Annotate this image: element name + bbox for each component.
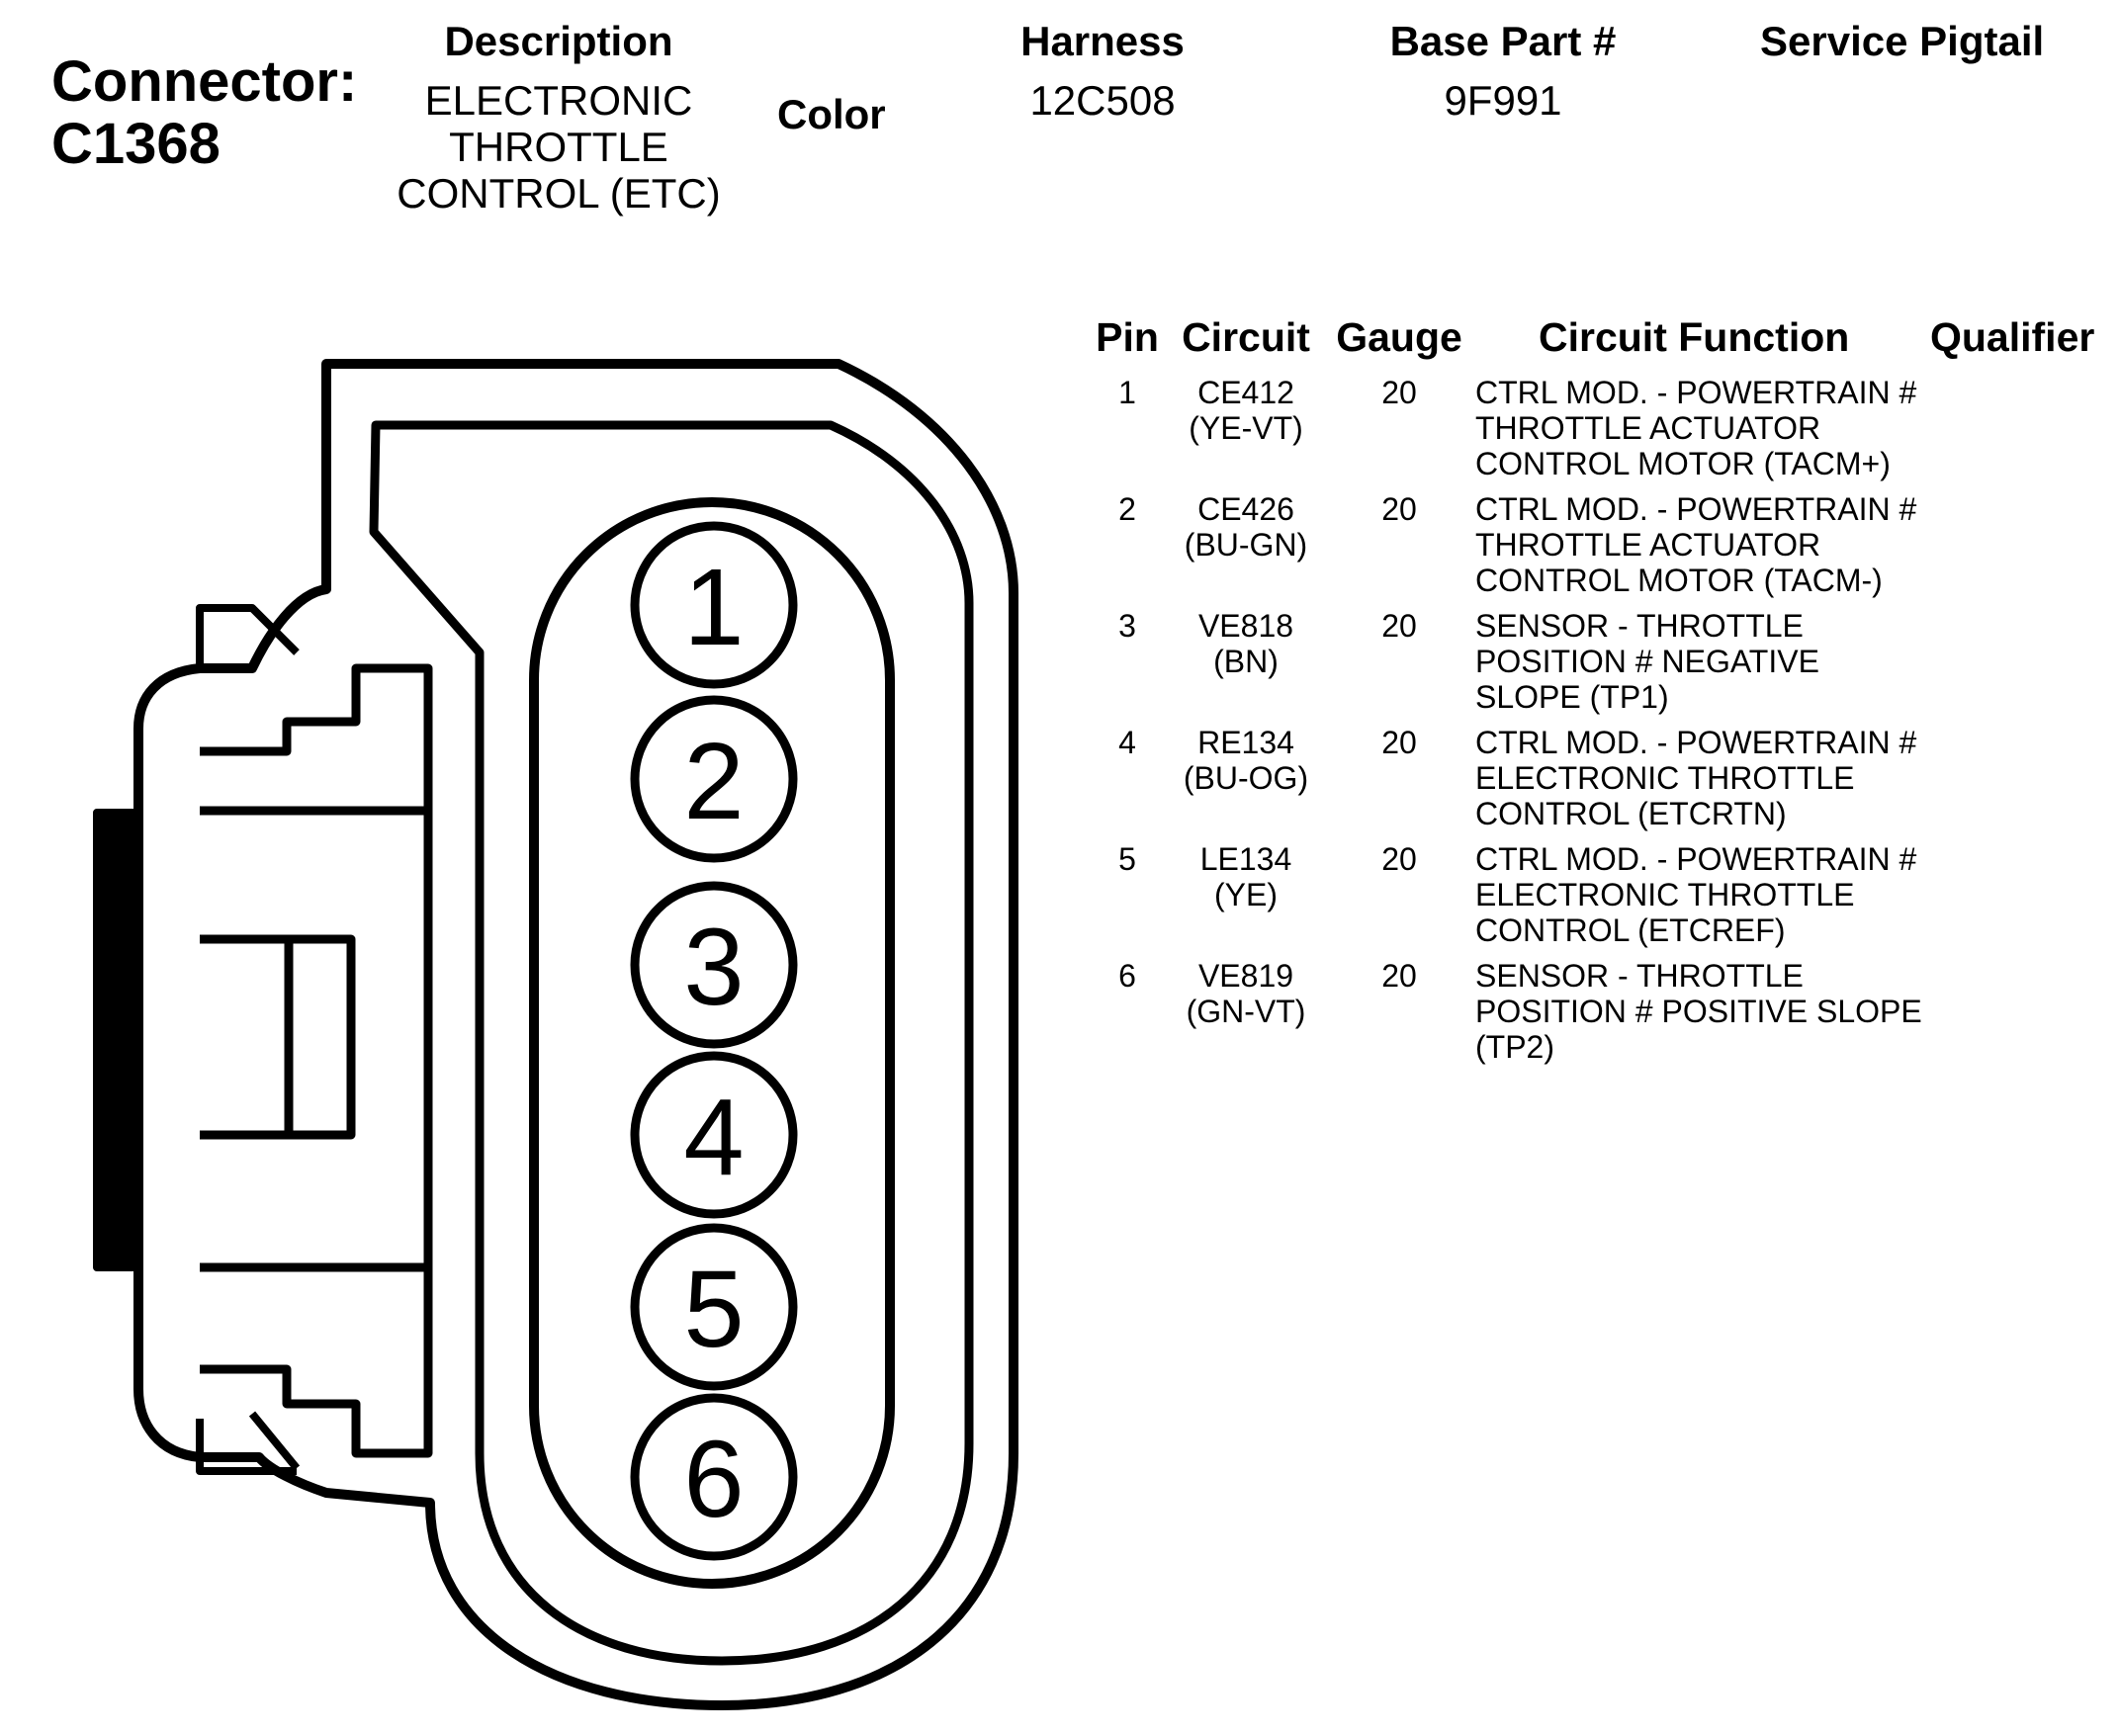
- pin-4-label: 4: [683, 1077, 744, 1198]
- harness-label: Harness: [1020, 18, 1185, 64]
- row-5-wire-color: (YE): [1214, 877, 1278, 912]
- row-2-function-line-3: CONTROL MOTOR (TACM-): [1475, 563, 1883, 598]
- row-4-gauge: 20: [1381, 725, 1417, 760]
- row-3-function-line-1: SENSOR - THROTTLE: [1475, 608, 1804, 644]
- connector-outer-shell: [133, 359, 1018, 1710]
- row-1-gauge: 20: [1381, 375, 1417, 410]
- pin-6-label: 6: [683, 1419, 744, 1540]
- connector-id: C1368: [51, 112, 221, 176]
- row-4-function-line-3: CONTROL (ETCRTN): [1475, 796, 1787, 831]
- side-rib: [93, 809, 136, 1271]
- row-1-circuit-id: CE412: [1197, 375, 1294, 410]
- row-2-function: CTRL MOD. - POWERTRAIN # THROTTLE ACTUAT…: [1475, 491, 1916, 598]
- pin-5-label: 5: [683, 1249, 744, 1370]
- row-3-function-line-3: SLOPE (TP1): [1475, 679, 1669, 715]
- pin-1-circle: [630, 521, 798, 689]
- row-1-function: CTRL MOD. - POWERTRAIN # THROTTLE ACTUAT…: [1475, 375, 1916, 481]
- row-6-circuit-id: VE819: [1197, 958, 1294, 994]
- row-6-circuit: VE819 (GN-VT): [1157, 958, 1335, 1029]
- base-part-label: Base Part #: [1389, 18, 1617, 64]
- pin-4-circle: [630, 1051, 798, 1219]
- connector-face-diagram: 1 2 3 4 5 6: [93, 359, 1018, 1710]
- row-4-pin: 4: [1118, 725, 1136, 760]
- pin-cavity: [529, 497, 895, 1589]
- row-6-function: SENSOR - THROTTLE POSITION # POSITIVE SL…: [1475, 958, 1922, 1065]
- latch-lower-diagonal: [248, 1411, 301, 1471]
- row-2-circuit: CE426 (BU-GN): [1157, 491, 1335, 563]
- row-3-function: SENSOR - THROTTLE POSITION # NEGATIVE SL…: [1475, 608, 1819, 715]
- description-label: Description: [444, 18, 673, 64]
- service-pigtail-label: Service Pigtail: [1760, 18, 2045, 64]
- row-3-gauge: 20: [1381, 608, 1417, 644]
- row-5-function-line-2: ELECTRONIC THROTTLE: [1475, 877, 1855, 912]
- row-5-function-line-1: CTRL MOD. - POWERTRAIN #: [1475, 841, 1917, 877]
- description-value: ELECTRONIC THROTTLE CONTROL (ETC): [376, 77, 742, 217]
- row-1-function-line-2: THROTTLE ACTUATOR: [1475, 410, 1821, 446]
- row-4-function: CTRL MOD. - POWERTRAIN # ELECTRONIC THRO…: [1475, 725, 1916, 831]
- color-label: Color: [777, 91, 886, 137]
- row-5-gauge: 20: [1381, 841, 1417, 877]
- row-4-wire-color: (BU-OG): [1183, 760, 1309, 796]
- row-6-wire-color: (GN-VT): [1186, 994, 1306, 1029]
- row-5-function: CTRL MOD. - POWERTRAIN # ELECTRONIC THRO…: [1475, 841, 1916, 948]
- row-1-function-line-1: CTRL MOD. - POWERTRAIN #: [1475, 375, 1917, 410]
- row-2-function-line-1: CTRL MOD. - POWERTRAIN #: [1475, 491, 1917, 527]
- pin-6-circle: [630, 1393, 798, 1561]
- pin-3-label: 3: [683, 907, 744, 1028]
- description-line-2: THROTTLE: [449, 124, 668, 170]
- latch-body: [200, 663, 433, 1458]
- row-3-wire-color: (BN): [1213, 644, 1279, 679]
- description-line-3: CONTROL (ETC): [397, 170, 721, 217]
- pin-2-label: 2: [683, 721, 744, 842]
- col-qualifier-header: Qualifier: [1930, 314, 2095, 360]
- latch-tab: [200, 934, 356, 1140]
- latch-outline: [196, 604, 300, 668]
- row-2-wire-color: (BU-GN): [1184, 527, 1308, 563]
- row-2-circuit-id: CE426: [1197, 491, 1294, 527]
- row-1-function-line-3: CONTROL MOTOR (TACM+): [1475, 446, 1891, 481]
- row-6-function-line-2: POSITION # POSITIVE SLOPE: [1475, 994, 1922, 1029]
- harness-value: 12C508: [1029, 77, 1176, 124]
- row-5-circuit-id: LE134: [1199, 841, 1292, 877]
- row-5-function-line-3: CONTROL (ETCREF): [1475, 912, 1786, 948]
- row-6-pin: 6: [1118, 958, 1136, 994]
- col-circuit-header: Circuit: [1182, 314, 1310, 360]
- row-6-function-line-3: (TP2): [1475, 1029, 1554, 1065]
- pin-1-label: 1: [683, 547, 744, 668]
- base-part-value: 9F991: [1444, 77, 1562, 124]
- connector-label: Connector:: [51, 49, 358, 114]
- latch-lower-hook: [196, 1419, 297, 1475]
- row-6-gauge: 20: [1381, 958, 1417, 994]
- pin-3-circle: [630, 881, 798, 1049]
- row-5-circuit: LE134 (YE): [1157, 841, 1335, 912]
- row-5-pin: 5: [1118, 841, 1136, 877]
- row-3-circuit: VE818 (BN): [1157, 608, 1335, 679]
- pin-2-circle: [630, 695, 798, 863]
- row-3-circuit-id: VE818: [1197, 608, 1294, 644]
- col-function-header: Circuit Function: [1539, 314, 1850, 360]
- row-2-pin: 2: [1118, 491, 1136, 527]
- row-2-gauge: 20: [1381, 491, 1417, 527]
- row-4-function-line-1: CTRL MOD. - POWERTRAIN #: [1475, 725, 1917, 760]
- col-pin-header: Pin: [1096, 314, 1159, 360]
- row-1-wire-color: (YE-VT): [1189, 410, 1303, 446]
- row-4-circuit-id: RE134: [1197, 725, 1294, 760]
- pin-5-circle: [630, 1223, 798, 1391]
- row-3-pin: 3: [1118, 608, 1136, 644]
- row-6-function-line-1: SENSOR - THROTTLE: [1475, 958, 1804, 994]
- row-1-circuit: CE412 (YE-VT): [1157, 375, 1335, 446]
- connector-inner-shell: [369, 420, 974, 1666]
- row-1-pin: 1: [1118, 375, 1136, 410]
- description-line-1: ELECTRONIC: [424, 77, 693, 124]
- row-3-function-line-2: POSITION # NEGATIVE: [1475, 644, 1819, 679]
- row-4-circuit: RE134 (BU-OG): [1157, 725, 1335, 796]
- col-gauge-header: Gauge: [1336, 314, 1462, 360]
- row-4-function-line-2: ELECTRONIC THROTTLE: [1475, 760, 1855, 796]
- row-2-function-line-2: THROTTLE ACTUATOR: [1475, 527, 1821, 563]
